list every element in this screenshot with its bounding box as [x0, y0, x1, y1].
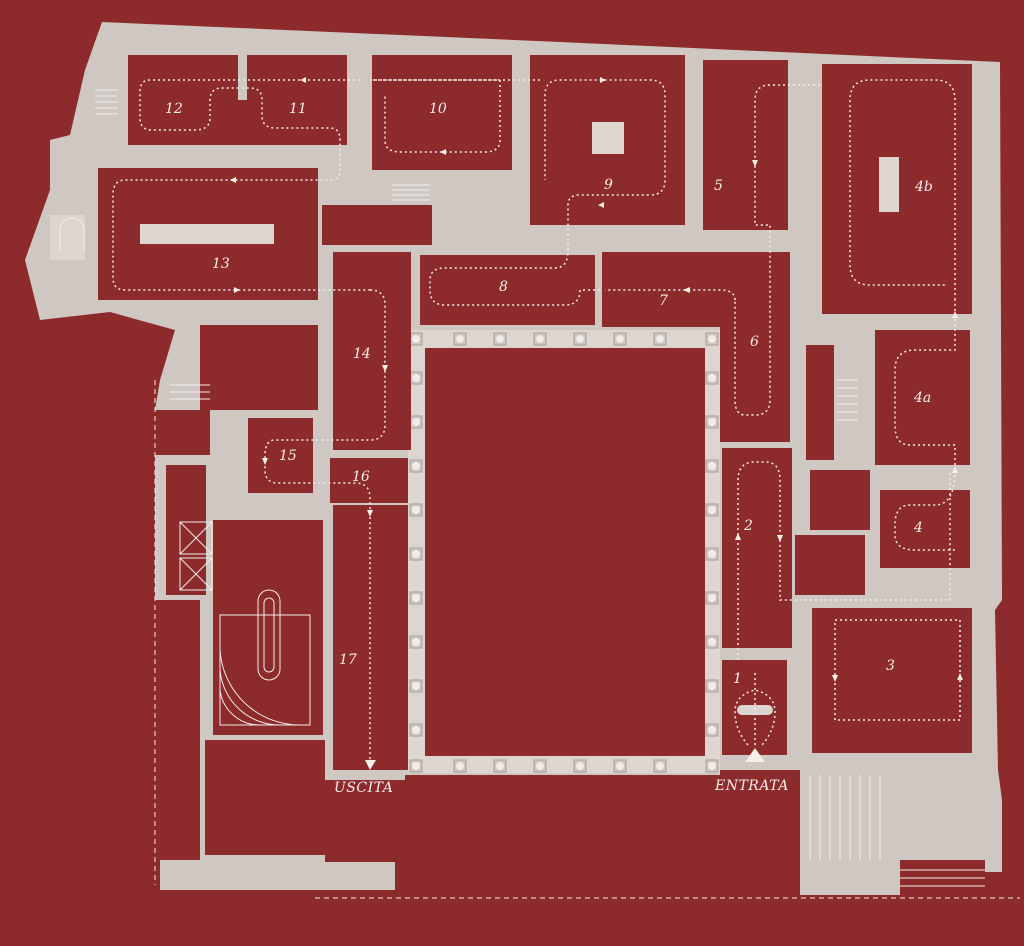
room-label-9: 9 [604, 177, 613, 193]
courtyard [408, 330, 720, 773]
courtyard-columns [409, 332, 719, 773]
room-label-4b: 4b [914, 179, 933, 195]
room-label-7: 7 [659, 293, 668, 309]
room-label-16: 16 [352, 469, 370, 485]
room-label-6: 6 [750, 334, 759, 350]
room-label-5: 5 [714, 178, 723, 194]
exit-arrow-icon [365, 760, 376, 770]
stairs [95, 89, 985, 887]
room-label-13: 13 [212, 256, 230, 272]
room-label-17: 17 [339, 652, 357, 668]
room-label-3: 3 [886, 658, 895, 674]
room-label-10: 10 [429, 101, 447, 117]
entrance-arrow-icon [745, 748, 765, 762]
exit-label: USCITA [334, 780, 393, 796]
room-label-11: 11 [289, 101, 307, 117]
room-label-14: 14 [353, 346, 371, 362]
room-label-4: 4 [913, 520, 923, 536]
apse [50, 215, 85, 260]
room-label-1: 1 [733, 671, 742, 687]
access-labels: ENTRATA USCITA [334, 778, 789, 796]
room-label-8: 8 [499, 279, 508, 295]
room-label-2: 2 [743, 518, 753, 534]
entrance-label: ENTRATA [714, 778, 789, 794]
boundary-lines [154, 380, 1020, 899]
direction-arrows [230, 77, 963, 770]
visitor-route [112, 79, 961, 760]
rooms-fill [98, 55, 972, 855]
elevator-icons [179, 521, 213, 591]
room-label-15: 15 [279, 448, 297, 464]
room-labels: 1 2 3 4 4a 4b 5 6 7 8 9 10 11 12 13 14 1… [165, 101, 933, 687]
oval-staircase [219, 589, 311, 726]
room-label-12: 12 [165, 101, 183, 117]
room-label-4a: 4a [913, 390, 931, 406]
